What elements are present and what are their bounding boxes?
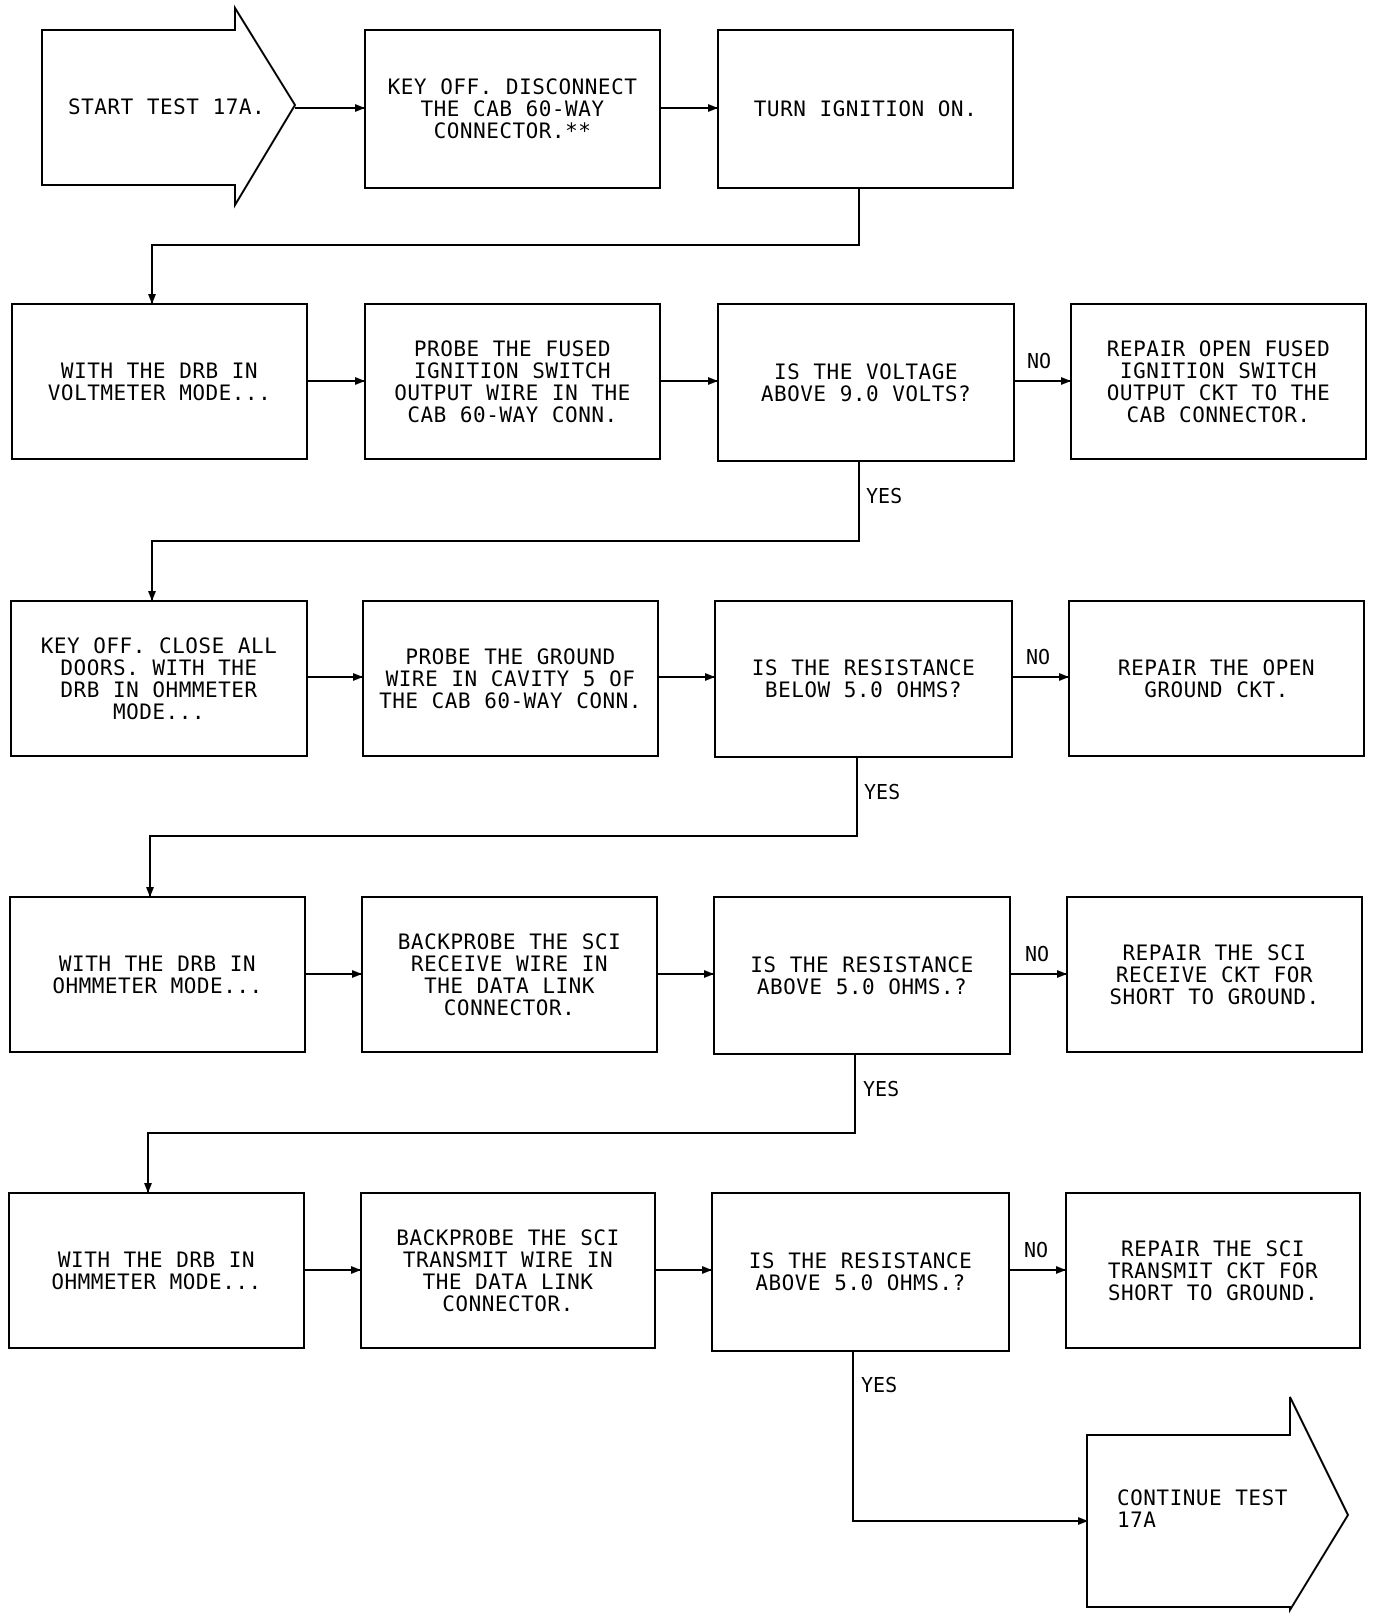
label-no-row3: NO [1025, 942, 1050, 966]
fix-transmit-short-text: REPAIR THE SCI TRANSMIT CKT FOR SHORT TO… [1107, 1236, 1319, 1305]
step-disconnect-cab-connector-text: KEY OFF. DISCONNECT THE CAB 60-WAY CONNE… [387, 75, 638, 143]
decision-transmit-resistance: IS THE RESISTANCE ABOVE 5.0 OHMS.? [711, 1192, 1010, 1352]
fix-open-fused-ignition: REPAIR OPEN FUSED IGNITION SWITCH OUTPUT… [1070, 303, 1367, 460]
edge-r2q-r3a [146, 758, 858, 897]
step-probe-ground-wire-text: PROBE THE GROUND WIRE IN CAVITY 5 OF THE… [379, 644, 642, 713]
decision-transmit-resistance-text: IS THE RESISTANCE ABOVE 5.0 OHMS.? [748, 1249, 973, 1295]
step-turn-ignition-on: TURN IGNITION ON. [717, 29, 1014, 189]
step-backprobe-receive: BACKPROBE THE SCI RECEIVE WIRE IN THE DA… [361, 896, 658, 1053]
edge-r4q-end [852, 1352, 1088, 1525]
step-backprobe-transmit-text: BACKPROBE THE SCI TRANSMIT WIRE IN THE D… [396, 1225, 620, 1316]
label-no-row2: NO [1026, 645, 1051, 669]
end-label: CONTINUE TEST 17A [1117, 1486, 1288, 1532]
fix-open-fused-ignition-text: REPAIR OPEN FUSED IGNITION SWITCH OUTPUT… [1106, 336, 1331, 427]
step-drb-ohmmeter-transmit-text: WITH THE DRB IN OHMMETER MODE... [51, 1247, 262, 1294]
label-no-row1: NO [1027, 349, 1052, 373]
step-probe-fused-ignition-text: PROBE THE FUSED IGNITION SWITCH OUTPUT W… [394, 336, 631, 427]
start-arrow-shape [41, 4, 297, 209]
step-probe-ground-wire: PROBE THE GROUND WIRE IN CAVITY 5 OF THE… [362, 600, 659, 757]
step-backprobe-receive-text: BACKPROBE THE SCI RECEIVE WIRE IN THE DA… [397, 929, 622, 1020]
label-yes-row2: YES [864, 780, 901, 804]
step-drb-ohmmeter-transmit: WITH THE DRB IN OHMMETER MODE... [8, 1192, 305, 1349]
edge-r3q-r4a [144, 1055, 856, 1193]
start-label: START TEST 17A. [68, 95, 266, 119]
edge-r1q-r2a [148, 462, 860, 601]
decision-receive-resistance-text: IS THE RESISTANCE ABOVE 5.0 OHMS.? [750, 952, 974, 999]
fix-receive-short: REPAIR THE SCI RECEIVE CKT FOR SHORT TO … [1066, 896, 1363, 1053]
label-yes-row4: YES [861, 1373, 898, 1397]
decision-resistance-below-5-text: IS THE RESISTANCE BELOW 5.0 OHMS? [751, 656, 976, 702]
label-no-row4: NO [1024, 1238, 1049, 1262]
decision-voltage-above-9-text: IS THE VOLTAGE ABOVE 9.0 VOLTS? [760, 359, 972, 406]
step-drb-ohmmeter-doors: KEY OFF. CLOSE ALL DOORS. WITH THE DRB I… [10, 600, 308, 757]
edge-n2-r1a [148, 189, 860, 304]
step-drb-voltmeter-mode: WITH THE DRB IN VOLTMETER MODE... [11, 303, 308, 460]
step-probe-fused-ignition: PROBE THE FUSED IGNITION SWITCH OUTPUT W… [364, 303, 661, 460]
fix-open-ground-text: REPAIR THE OPEN GROUND CKT. [1117, 655, 1316, 702]
fix-open-ground: REPAIR THE OPEN GROUND CKT. [1068, 600, 1365, 757]
fix-receive-short-text: REPAIR THE SCI RECEIVE CKT FOR SHORT TO … [1109, 940, 1320, 1009]
decision-voltage-above-9: IS THE VOLTAGE ABOVE 9.0 VOLTS? [717, 303, 1015, 462]
decision-receive-resistance: IS THE RESISTANCE ABOVE 5.0 OHMS.? [713, 896, 1011, 1055]
step-drb-voltmeter-mode-text: WITH THE DRB IN VOLTMETER MODE... [47, 358, 272, 405]
step-disconnect-cab-connector: KEY OFF. DISCONNECT THE CAB 60-WAY CONNE… [364, 29, 661, 189]
step-backprobe-transmit: BACKPROBE THE SCI TRANSMIT WIRE IN THE D… [360, 1192, 656, 1349]
step-drb-ohmmeter-receive-text: WITH THE DRB IN OHMMETER MODE... [52, 951, 263, 998]
label-yes-row3: YES [863, 1077, 900, 1101]
end-arrow-shape [1086, 1396, 1350, 1614]
label-yes-row1: YES [866, 484, 903, 508]
fix-transmit-short: REPAIR THE SCI TRANSMIT CKT FOR SHORT TO… [1065, 1192, 1361, 1349]
decision-resistance-below-5: IS THE RESISTANCE BELOW 5.0 OHMS? [714, 600, 1013, 758]
step-turn-ignition-on-text: TURN IGNITION ON. [753, 97, 978, 121]
step-drb-ohmmeter-receive: WITH THE DRB IN OHMMETER MODE... [9, 896, 306, 1053]
step-drb-ohmmeter-doors-text: KEY OFF. CLOSE ALL DOORS. WITH THE DRB I… [40, 633, 278, 724]
